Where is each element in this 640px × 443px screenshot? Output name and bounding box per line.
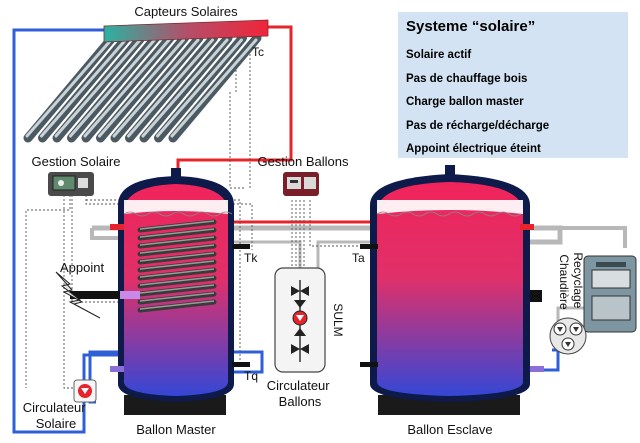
- slave-tank-label: Ballon Esclave: [407, 422, 492, 437]
- coil-turn: [137, 243, 217, 257]
- coil-turn-highlight: [139, 268, 215, 278]
- gray-loop-pipe: [92, 225, 563, 245]
- status-line: Solaire actif: [406, 49, 472, 61]
- collector-tube-highlight: [141, 38, 229, 138]
- coil-turn-highlight: [139, 300, 215, 310]
- tk-label: Tk: [244, 251, 258, 265]
- coil-turn: [137, 219, 217, 233]
- sulm-label: SULM: [331, 303, 345, 336]
- pipes: [12, 25, 627, 434]
- tank-nozzles: [110, 224, 544, 372]
- collector-tube-highlight: [25, 38, 113, 138]
- tank-pump-label-line2: Ballons: [279, 394, 322, 409]
- tank-controller: [283, 172, 319, 196]
- status-line: Pas de chauffage bois: [406, 72, 528, 85]
- status-panel: Systeme “solaire” Solaire actif Pas de c…: [398, 12, 628, 158]
- status-line: Pas de récharge/décharge: [406, 119, 550, 132]
- coil-turn: [137, 235, 217, 249]
- coil-turn-highlight: [139, 276, 215, 286]
- collector-tube-highlight: [54, 38, 142, 138]
- solar-collectors: [23, 19, 269, 143]
- coil-turn: [137, 267, 217, 281]
- coil-turn-highlight: [139, 284, 215, 294]
- tc-label: Tc: [252, 45, 264, 59]
- tank-pump-label: Circulateur Ballons: [267, 378, 333, 409]
- solar-pump-label-line2: Solaire: [36, 416, 76, 431]
- master-tank: [118, 168, 234, 415]
- solar-hot-pipe: [176, 25, 293, 180]
- lightning-icon: [55, 271, 101, 319]
- status-line: Appoint électrique éteint: [406, 143, 541, 156]
- collector-tube-highlight: [112, 38, 200, 138]
- status-line: Charge ballon master: [406, 96, 524, 109]
- valve-icon: [291, 286, 309, 296]
- solar-pump-to-tank-pipe: [82, 353, 118, 380]
- coil-turn: [137, 227, 217, 241]
- coil-turn-highlight: [139, 244, 215, 254]
- boiler-recycling-line1: Recyclage: [571, 252, 585, 308]
- coil-turn: [137, 259, 217, 273]
- solar-controller: [48, 172, 94, 196]
- coil-turn-highlight: [139, 292, 215, 302]
- solar-controller-label: Gestion Solaire: [32, 154, 121, 169]
- coil-turn: [137, 291, 217, 305]
- solar-pump-label: Circulateur Solaire: [23, 400, 89, 431]
- boiler: [583, 255, 637, 333]
- electric-heater: [55, 271, 140, 319]
- sulm-right-pipe: [316, 240, 372, 268]
- coil-turn-highlight: [139, 252, 215, 262]
- recycling-pumps: [549, 317, 587, 355]
- coil-turn-highlight: [139, 260, 215, 270]
- coil-turn-highlight: [139, 236, 215, 246]
- tank-pump-label-line1: Circulateur: [267, 378, 331, 393]
- boiler-recycling-label: Recyclage Chaudière: [557, 252, 585, 311]
- coil-turn: [137, 299, 217, 313]
- coil-turn: [137, 283, 217, 297]
- slave-tank: [370, 165, 530, 415]
- collector-tube-highlight: [156, 38, 243, 138]
- coil-turn-highlight: [139, 228, 215, 238]
- status-title: Systeme “solaire”: [406, 18, 536, 35]
- solar-cold-pipe: [12, 28, 108, 434]
- collector-header: [103, 19, 269, 43]
- master-tank-label: Ballon Master: [136, 422, 216, 437]
- tq-label: Tq: [244, 369, 258, 383]
- valve-icon: [291, 344, 309, 354]
- sensor-wires: [25, 54, 364, 389]
- collector-tubes: [23, 33, 262, 143]
- coil-turn-highlight: [139, 220, 215, 230]
- collector-tube-highlight: [98, 38, 185, 138]
- collector-tube-highlight: [127, 38, 214, 138]
- coil-turn: [137, 275, 217, 289]
- solar-coil: [137, 219, 217, 313]
- appoint-label: Appoint: [60, 260, 104, 275]
- collectors-label: Capteurs Solaires: [134, 4, 238, 19]
- collector-tube-highlight: [40, 38, 127, 138]
- coil-turn: [137, 251, 217, 265]
- collector-tube-highlight: [69, 38, 156, 138]
- sulm-unit: [274, 267, 326, 373]
- boiler-recycling-line2: Chaudière: [557, 254, 571, 310]
- ta-label: Ta: [352, 251, 365, 265]
- solar-pump-label-line1: Circulateur: [23, 400, 87, 415]
- gray-boiler-link: [560, 226, 627, 248]
- collector-tube-highlight: [83, 38, 171, 138]
- tank-controller-label: Gestion Ballons: [257, 154, 349, 169]
- collector-tube-highlight: [170, 38, 258, 138]
- solar-pump: [73, 379, 97, 403]
- diagram-labels: Capteurs Solaires Tc Gestion Solaire Ges…: [23, 4, 585, 437]
